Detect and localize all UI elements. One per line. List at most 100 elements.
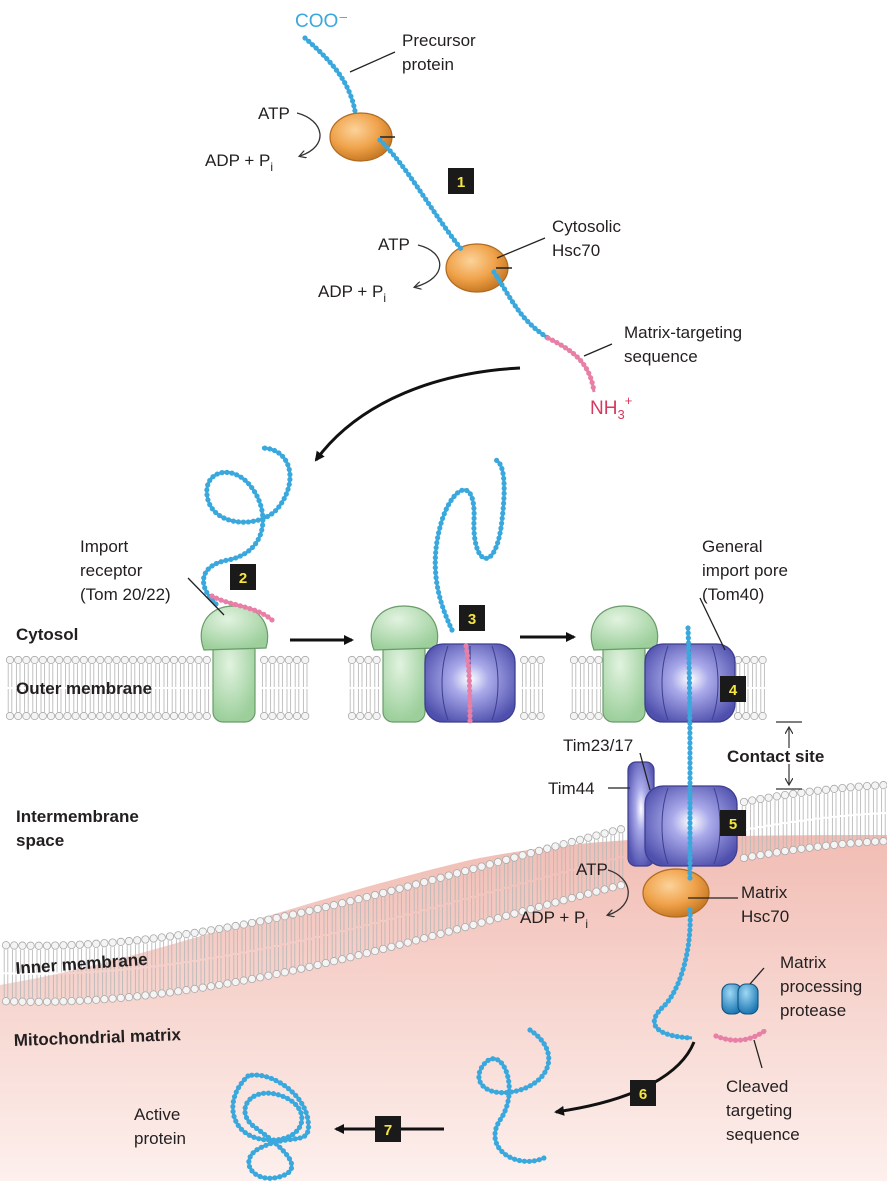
- svg-text:6: 6: [639, 1086, 647, 1103]
- import-pore-label-2: import pore: [702, 561, 788, 580]
- svg-text:targeting: targeting: [726, 1101, 792, 1120]
- step-badge-7: 7: [375, 1116, 401, 1142]
- nh3-terminus-label: NH3+: [590, 393, 632, 422]
- svg-text:Intermembrane: Intermembrane: [16, 807, 139, 826]
- import-receptor-2: [370, 605, 439, 723]
- svg-text:Matrix-targeting: Matrix-targeting: [624, 323, 742, 342]
- svg-text:(Tom40): (Tom40): [702, 585, 764, 604]
- svg-text:Contact site: Contact site: [727, 747, 824, 766]
- matrix-hsc70: [642, 868, 710, 918]
- atp-label-3: ATP: [576, 860, 608, 879]
- cleaved-label-1: Cleaved: [726, 1077, 788, 1096]
- step-badge-6: 6: [630, 1080, 656, 1106]
- mpp-label-1: Matrix: [780, 953, 827, 972]
- cytosolic-hsc70-label-2: Hsc70: [552, 241, 600, 260]
- svg-text:7: 7: [384, 1122, 392, 1139]
- svg-text:5: 5: [729, 816, 737, 833]
- svg-text:ADP + Pi: ADP + Pi: [318, 282, 386, 305]
- svg-text:sequence: sequence: [624, 347, 698, 366]
- svg-text:Active: Active: [134, 1105, 180, 1124]
- svg-text:General: General: [702, 537, 762, 556]
- svg-text:2: 2: [239, 570, 247, 587]
- svg-text:Matrix: Matrix: [780, 953, 827, 972]
- import-receptor-label-1: Import: [80, 537, 128, 556]
- pi-subscript-3: i: [585, 917, 588, 931]
- outer-membrane-label: Outer membrane: [16, 679, 152, 698]
- svg-text:Hsc70: Hsc70: [741, 907, 789, 926]
- mpp-label-3: protease: [780, 1001, 846, 1020]
- svg-text:ADP + Pi: ADP + Pi: [205, 151, 273, 174]
- svg-text:Cytosol: Cytosol: [16, 625, 78, 644]
- pi-subscript-2: i: [383, 291, 386, 305]
- svg-text:space: space: [16, 831, 64, 850]
- mts-label-1: Matrix-targeting: [624, 323, 742, 342]
- svg-text:Tim23/17: Tim23/17: [563, 736, 633, 755]
- atp-hydrolysis-arrow-1: [296, 112, 321, 156]
- protein-chains-foreground: [209, 137, 767, 1181]
- atp-label-2: ATP: [378, 235, 410, 254]
- tim23-17-label: Tim23/17: [563, 736, 633, 755]
- step-badge-3: 3: [459, 605, 485, 631]
- intermembrane-space-label-1: Intermembrane: [16, 807, 139, 826]
- svg-text:Hsc70: Hsc70: [552, 241, 600, 260]
- outer-membrane: [5, 655, 767, 721]
- cytosolic-hsc70-2: [445, 243, 512, 293]
- cleaved-label-3: sequence: [726, 1125, 800, 1144]
- coo-terminus-label: COO⁻: [295, 11, 348, 32]
- svg-text:protease: protease: [780, 1001, 846, 1020]
- cytosol-label: Cytosol: [16, 625, 78, 644]
- svg-text:(Tom 20/22): (Tom 20/22): [80, 585, 171, 604]
- cytosolic-hsc70-label-1: Cytosolic: [552, 217, 621, 236]
- protein-chains: [201, 35, 507, 633]
- matrix-hsc70-label-1: Matrix: [741, 883, 788, 902]
- step-badge-2: 2: [230, 564, 256, 590]
- adp-label-2: ADP + P: [318, 282, 383, 301]
- cytosolic-hsc70-1: [329, 112, 395, 162]
- matrix-hsc70-label-2: Hsc70: [741, 907, 789, 926]
- import-pore-label-3: (Tom40): [702, 585, 764, 604]
- precursor-label-1: Precursor: [402, 31, 476, 50]
- svg-text:Cytosolic: Cytosolic: [552, 217, 621, 236]
- atp-hydrolysis-arrow-2: [415, 244, 441, 287]
- intermembrane-space-label-2: space: [16, 831, 64, 850]
- svg-text:processing: processing: [780, 977, 862, 996]
- adp-label-3: ADP + P: [520, 908, 585, 927]
- svg-text:import pore: import pore: [702, 561, 788, 580]
- svg-text:protein: protein: [134, 1129, 186, 1148]
- svg-text:ADP + Pi: ADP + Pi: [520, 908, 588, 931]
- step-badge-1: 1: [448, 168, 474, 194]
- matrix-processing-protease: [721, 983, 759, 1015]
- svg-text:Matrix: Matrix: [741, 883, 788, 902]
- svg-text:Import: Import: [80, 537, 128, 556]
- svg-text:protein: protein: [402, 55, 454, 74]
- mts-label-2: sequence: [624, 347, 698, 366]
- svg-text:Tim44: Tim44: [548, 779, 595, 798]
- atp-hydrolysis-arrow-3: [608, 869, 629, 915]
- svg-text:4: 4: [729, 682, 738, 699]
- matrix-region: [0, 835, 887, 1181]
- svg-text:3: 3: [468, 611, 476, 628]
- import-receptor-label-3: (Tom 20/22): [80, 585, 171, 604]
- active-protein-label-1: Active: [134, 1105, 180, 1124]
- cleaved-label-2: targeting: [726, 1101, 792, 1120]
- step-badge-5: 5: [720, 810, 746, 836]
- atp-label-1: ATP: [258, 104, 290, 123]
- svg-text:ATP: ATP: [258, 104, 290, 123]
- svg-text:ATP: ATP: [378, 235, 410, 254]
- curved-arrow-to-receptor: [314, 366, 521, 462]
- svg-text:Precursor: Precursor: [402, 31, 476, 50]
- import-receptor-label-2: receptor: [80, 561, 143, 580]
- contact-site-label: Contact site: [727, 747, 824, 766]
- inner-membrane: [1, 781, 887, 1006]
- import-receptor-1: [200, 605, 269, 723]
- pi-subscript-1: i: [270, 160, 273, 174]
- step-badge-4: 4: [720, 676, 746, 702]
- adp-label-1: ADP + P: [205, 151, 270, 170]
- svg-text:receptor: receptor: [80, 561, 143, 580]
- precursor-label-2: protein: [402, 55, 454, 74]
- contact-site-bracket: [776, 721, 802, 790]
- svg-text:1: 1: [457, 174, 465, 191]
- svg-text:Cleaved: Cleaved: [726, 1077, 788, 1096]
- svg-text:sequence: sequence: [726, 1125, 800, 1144]
